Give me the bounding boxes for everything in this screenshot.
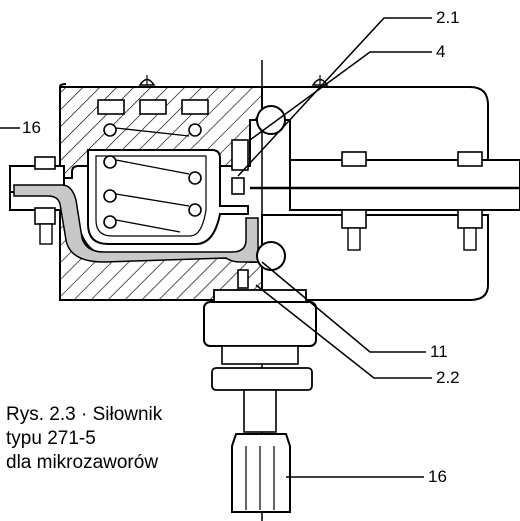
top-screws	[138, 75, 329, 86]
callout-16-bottom: 16	[428, 467, 447, 486]
callout-16-left: 16	[22, 118, 41, 137]
diaphragm	[13, 184, 259, 263]
callout-2-1: 2.1	[436, 8, 460, 27]
figure-caption: Rys. 2.3 · Siłownik typu 271-5 dla mikro…	[6, 403, 162, 475]
yoke-assembly	[203, 289, 317, 513]
spring-seat-recesses	[97, 99, 209, 115]
callout-leaders	[0, 17, 432, 478]
callout-11: 11	[430, 342, 448, 361]
spring-cup	[87, 149, 249, 245]
caption-line-3: dla mikrozaworów	[6, 452, 159, 473]
springs	[103, 123, 202, 233]
callout-2-2: 2.2	[436, 368, 460, 387]
flange-bolts	[34, 151, 483, 251]
caption-line-2: typu 271-5	[6, 428, 96, 449]
callout-4: 4	[436, 42, 446, 61]
caption-line-1: Rys. 2.3 · Siłownik	[6, 404, 163, 425]
housing-flange	[9, 159, 520, 211]
